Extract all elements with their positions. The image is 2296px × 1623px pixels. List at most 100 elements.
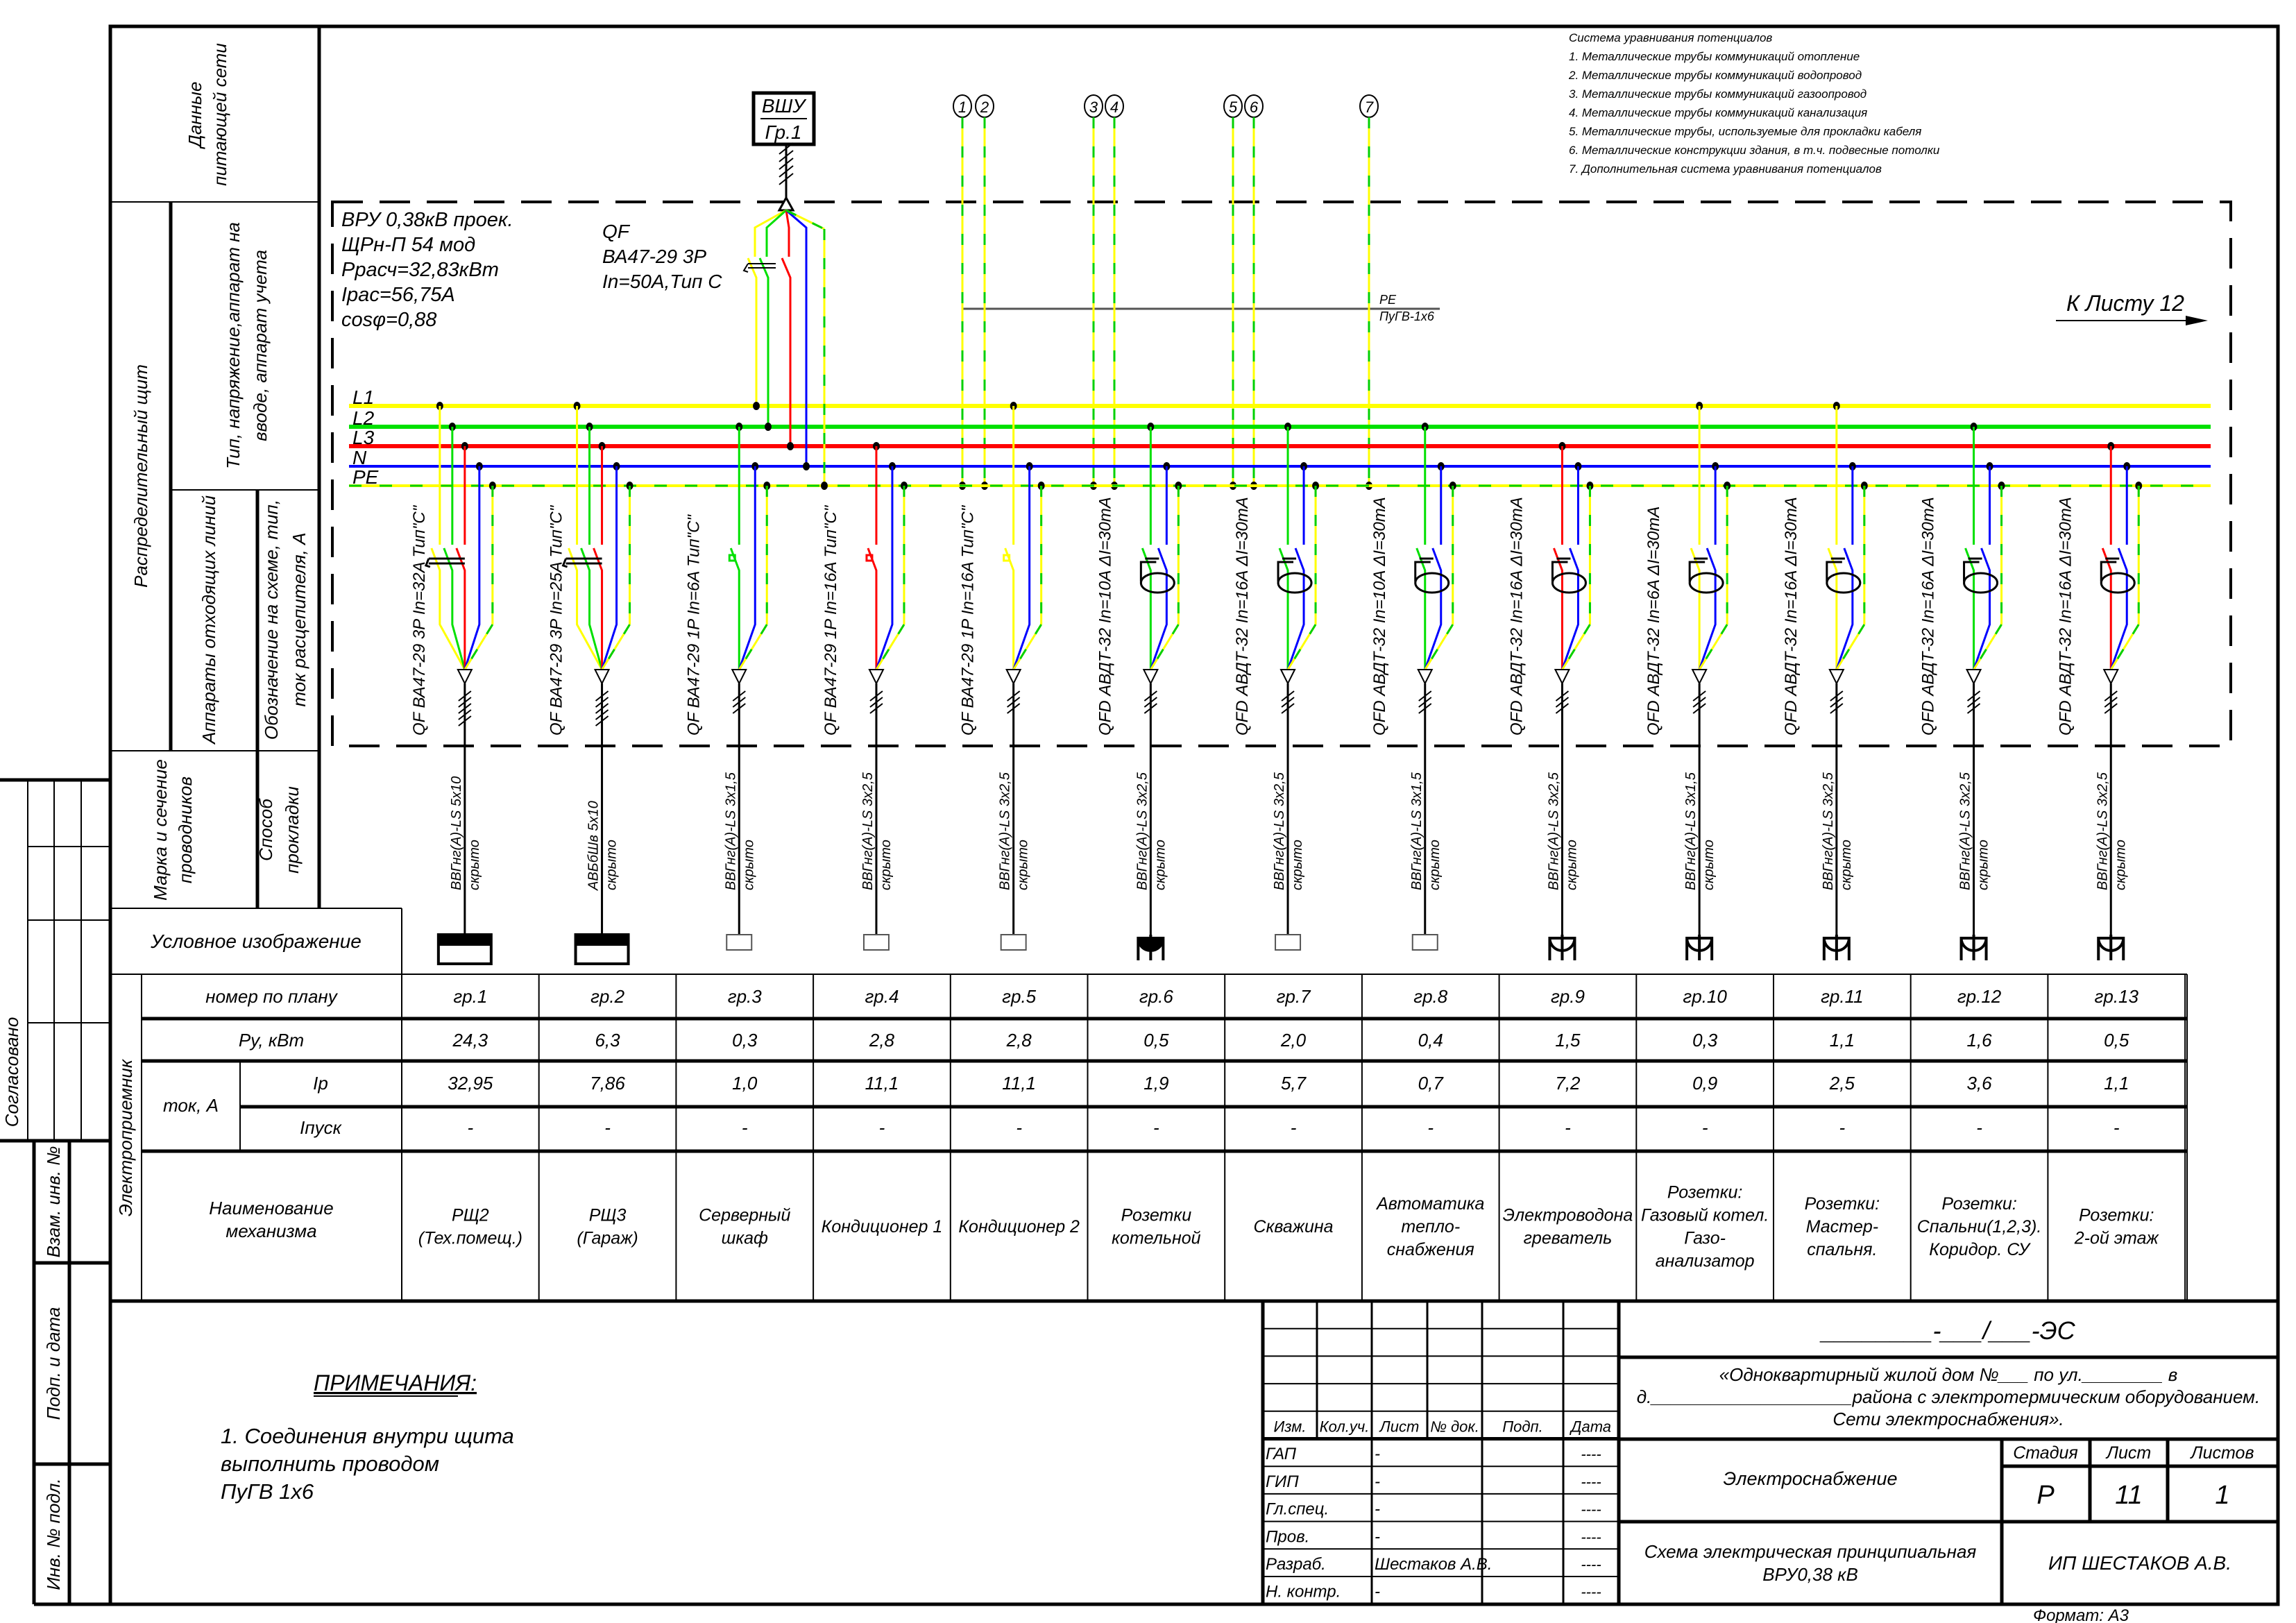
cable-core-tick xyxy=(458,703,472,714)
feeder-wire-pe xyxy=(1835,624,1866,670)
cell-ip: 2,5 xyxy=(1829,1073,1855,1094)
cable-core-tick xyxy=(732,697,746,708)
header-designation-line1: Обозначение на схеме, тип, xyxy=(261,500,282,740)
cell-load-name: (Гараж) xyxy=(577,1229,638,1248)
cable-core-tick xyxy=(732,690,746,702)
cable-exit-triangle xyxy=(1005,669,1022,686)
cable-exit-triangle xyxy=(593,669,611,686)
rcd-breaker-symbol xyxy=(1139,557,1159,581)
title-block: ________-___/___-ЭС «Одноквартирный жило… xyxy=(1261,1301,2278,1623)
cable-core-tick xyxy=(1281,697,1295,708)
cell-load-name: Скважина xyxy=(1254,1217,1334,1237)
legend-item: 2. Металлические трубы коммуникаций водо… xyxy=(1568,69,1862,82)
rcd-toroid-symbol xyxy=(1277,572,1313,594)
cable-exit-triangle xyxy=(2102,669,2119,686)
breaker-label: QFD АВДТ-32 In=10A ΔI=30mA xyxy=(1370,497,1389,736)
cable-label: ВВГнг(А)-LS 3x2,5 xyxy=(1821,772,1836,890)
cell-power: 24,3 xyxy=(452,1030,488,1051)
signer-name: Шестаков А.В. xyxy=(1375,1555,1492,1574)
sheet-value: 11 xyxy=(2115,1481,2142,1510)
cable-core-tick xyxy=(732,703,746,714)
signer-name: - xyxy=(1375,1527,1380,1546)
rcd-breaker-symbol xyxy=(1963,557,1982,581)
cable-core-tick xyxy=(595,715,609,726)
feeder-wire xyxy=(1004,547,1015,670)
cable-core-tick xyxy=(869,703,883,714)
header-supply-line2: питающей сети xyxy=(210,43,230,186)
cell-load-name: Серверный xyxy=(699,1206,790,1225)
legend-item: 6. Металлические конструкции здания, в т… xyxy=(1569,144,1940,157)
cable-core-tick xyxy=(458,690,472,702)
cell-load-name: Газовый котел. xyxy=(1641,1206,1769,1225)
sheets-label: Листов xyxy=(2189,1443,2254,1463)
company-name: ИП ШЕСТАКОВ А.В. xyxy=(2048,1552,2231,1574)
cell-load-name: Электроводона xyxy=(1503,1206,1633,1225)
cell-ip: 11,1 xyxy=(865,1073,899,1094)
cable-core-tick xyxy=(2104,690,2118,702)
breaker-symbol xyxy=(424,557,465,568)
device-box-symbol xyxy=(726,934,753,951)
row-label-power: Ру, кВт xyxy=(239,1030,304,1051)
equalization-marker-number: 6 xyxy=(1250,99,1259,116)
feeder-wire xyxy=(1286,547,1305,670)
device-box-symbol xyxy=(1000,934,1027,951)
pe-label: PE xyxy=(1379,293,1397,307)
to-sheet-label[interactable]: К Листу 12 xyxy=(2066,291,2184,316)
sheets-value: 1 xyxy=(2215,1481,2229,1510)
cable-exit-triangle xyxy=(1828,669,1845,686)
device-box-symbol xyxy=(1411,934,1438,951)
cell-power: 2,8 xyxy=(869,1030,895,1051)
cable-core-tick xyxy=(1966,697,1981,708)
load-table-frame: Электроприемник номер по плану Ру, кВт т… xyxy=(110,974,2278,1303)
socket-outlet-filled-icon xyxy=(1137,935,1165,960)
incoming-wire-l2 xyxy=(765,209,787,257)
cell-load-name: Розетки: xyxy=(1667,1183,1742,1203)
laying-method-label: скрыто xyxy=(1701,840,1717,890)
busbar-label-l1: L1 xyxy=(352,386,374,408)
vru-param: cosφ=0,88 xyxy=(341,309,436,331)
cable-core-tick xyxy=(1007,697,1021,708)
stage-value: Р xyxy=(2036,1481,2055,1510)
equalization-marker-number: 1 xyxy=(958,99,967,116)
signer-date: ---- xyxy=(1581,1528,1601,1545)
cable-label: АВБбШв 5x10 xyxy=(586,801,602,891)
title-block-header: Кол.уч. xyxy=(1320,1418,1370,1436)
laying-method-label: скрыто xyxy=(1976,840,1991,890)
signer-date: ---- xyxy=(1581,1501,1601,1518)
cell-load-name: снабжения xyxy=(1387,1240,1474,1259)
cell-power: 2,8 xyxy=(1006,1030,1032,1051)
legend-item: 4. Металлические трубы коммуникаций кана… xyxy=(1569,106,1867,119)
breaker-label: QF ВА47-29 3P In=25A Тип"С" xyxy=(547,504,566,736)
cable-exit-triangle xyxy=(1965,669,1982,686)
cable-exit-triangle xyxy=(868,669,885,686)
note-line: 1. Соединения внутри щита xyxy=(221,1424,514,1448)
signer-role: Н. контр. xyxy=(1266,1583,1341,1601)
cell-load-name: греватель xyxy=(1524,1229,1613,1248)
breaker-label: QFD АВДТ-32 In=16A ΔI=30mA xyxy=(1233,497,1252,736)
cell-istart: - xyxy=(879,1117,885,1138)
cable-core-tick xyxy=(779,173,794,185)
cell-load-name: Автоматика xyxy=(1375,1194,1484,1214)
cell-load-name: анализатор xyxy=(1656,1252,1755,1271)
rcd-breaker-symbol xyxy=(1414,557,1434,581)
breaker-label: QFD АВДТ-32 In=10A ΔI=30mA xyxy=(1096,497,1114,736)
laying-method-label: скрыто xyxy=(604,840,620,890)
device-box-symbol xyxy=(862,934,890,951)
header-type-voltage-line2: вводе, аппарат учета xyxy=(250,250,271,441)
cable-core-tick xyxy=(1830,697,1844,708)
cable-core-tick xyxy=(2104,697,2118,708)
to-sheet-link[interactable]: К Листу 12 xyxy=(2056,291,2208,325)
cable-label: ВВГнг(А)-LS 3x1,5 xyxy=(1409,772,1425,890)
notes-title: ПРИМЕЧАНИЯ: xyxy=(314,1370,477,1395)
cell-load-name: Мастер- xyxy=(1806,1217,1878,1237)
cable-core-tick xyxy=(595,709,609,720)
cable-entry-triangle xyxy=(777,195,795,212)
cell-istart: - xyxy=(1153,1117,1159,1138)
rcd-toroid-symbol xyxy=(1688,572,1724,594)
feeder-wire xyxy=(1973,547,1991,670)
table-side-label: Электроприемник xyxy=(115,1058,136,1216)
junction-dot xyxy=(821,482,828,490)
feeder-wire xyxy=(1698,547,1717,670)
incoming-wire-l1 xyxy=(747,257,758,406)
breaker-label: QFD АВДТ-32 In=6A ΔI=30mA xyxy=(1644,507,1663,736)
